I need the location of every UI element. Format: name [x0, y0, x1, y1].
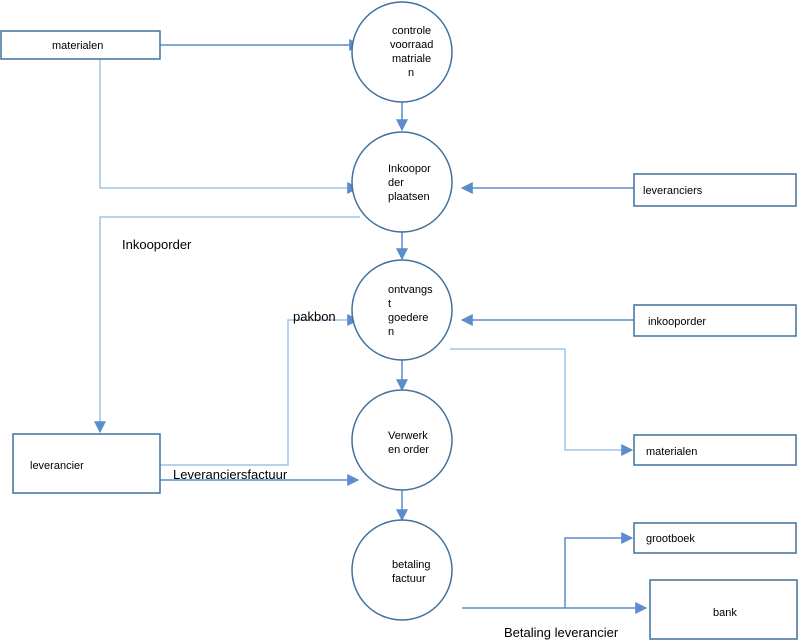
- entity-grootboek-label: grootboek: [646, 533, 695, 545]
- process-betaling-label: betaling factuur: [392, 559, 434, 585]
- process-ontvangst-circle: [351, 259, 453, 361]
- entity-bank-label: bank: [713, 607, 737, 619]
- entity-inkooporder-label: inkooporder: [648, 316, 706, 328]
- process-controle-label: controle voorraad matriale n: [390, 25, 436, 79]
- entity-materialen-right-box: [633, 434, 797, 466]
- entity-bank-box: [649, 579, 798, 640]
- process-betaling-circle: [351, 519, 453, 621]
- entity-materialen-right-label: materialen: [646, 446, 697, 458]
- entity-leveranciers-box: [633, 173, 797, 207]
- flow-pakbon-label: pakbon: [293, 309, 336, 324]
- entity-grootboek-box: [633, 522, 797, 554]
- entity-leverancier-left-box: [12, 433, 161, 494]
- process-ontvangst-label: ontvangs t goedere n: [388, 284, 436, 338]
- entity-leverancier-left-label: leverancier: [30, 460, 84, 472]
- flow-betaling-leverancier-label: Betaling leverancier: [504, 625, 619, 640]
- process-inkooporder-label: Inkoopor der plaatsen: [388, 163, 434, 203]
- arrow-materialen-to-inkooporder: [99, 59, 360, 194]
- flow-leveranciersfactuur-label: Leveranciersfactuur: [173, 467, 288, 482]
- arrow-betaling-to-grootboek: [564, 532, 634, 608]
- process-verwerken-circle: [351, 389, 453, 491]
- flow-inkooporder-label: Inkooporder: [122, 237, 192, 252]
- entity-leveranciers-label: leveranciers: [643, 185, 703, 197]
- entity-materialen-top-label: materialen: [52, 40, 103, 52]
- entity-materialen-top-box: [0, 30, 161, 60]
- arrow-ontvangst-to-materialen: [450, 348, 634, 456]
- process-controle-circle: [351, 1, 453, 103]
- arrow-pakbon-to-ontvangst: [160, 314, 360, 466]
- arrow-inkooporder-to-leverancier: [94, 216, 360, 434]
- process-inkooporder-circle: [351, 131, 453, 233]
- entity-inkooporder-box: [633, 304, 797, 337]
- process-verwerken-label: Verwerk en order: [388, 430, 431, 456]
